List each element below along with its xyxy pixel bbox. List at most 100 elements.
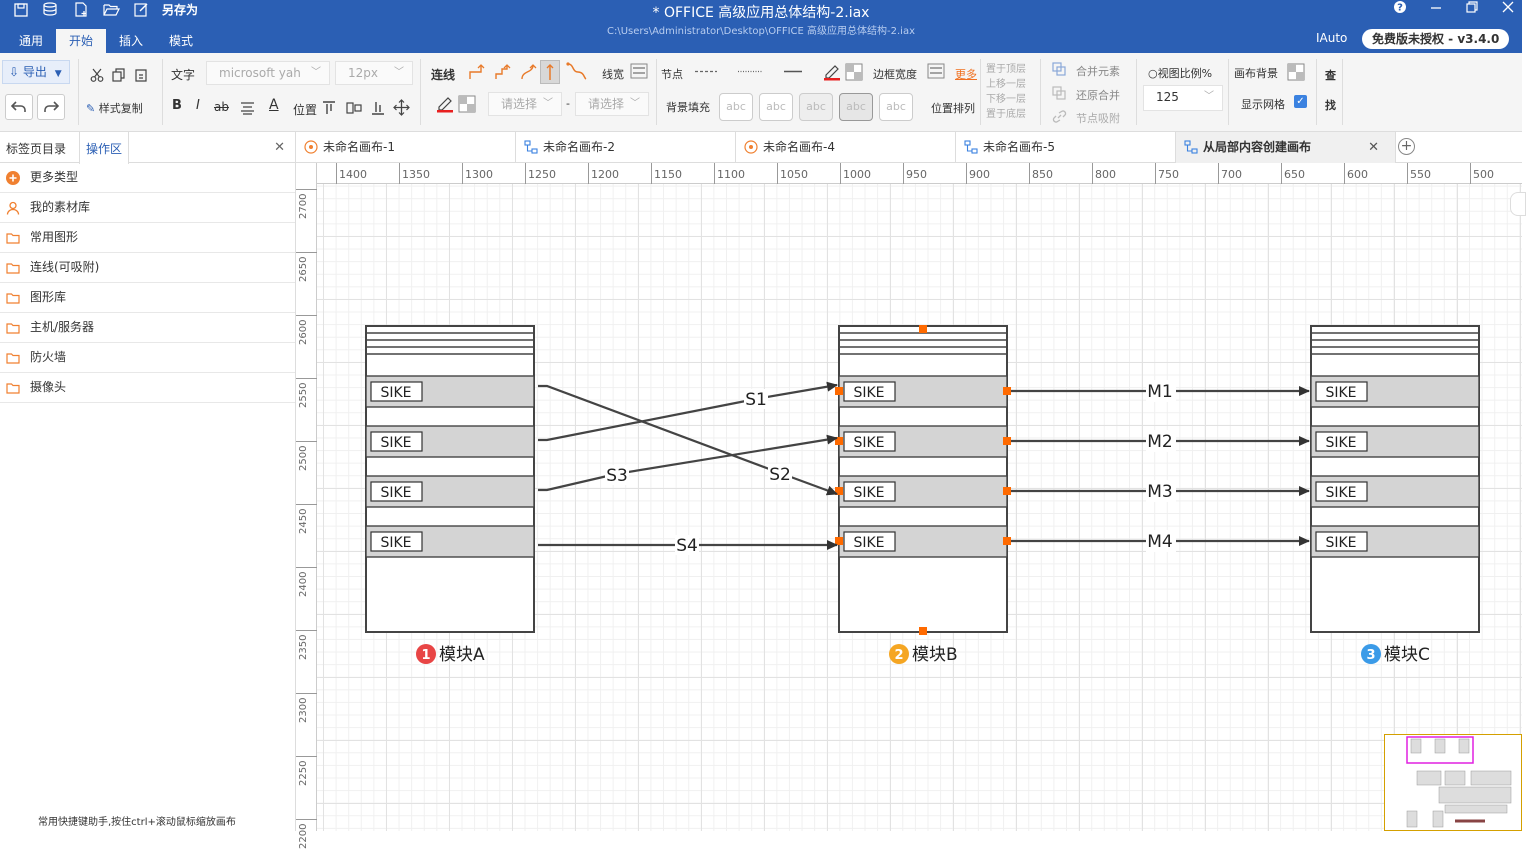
database-icon[interactable] bbox=[40, 2, 62, 18]
connector-s2[interactable] bbox=[538, 384, 838, 496]
sidebar-item-more-types[interactable]: 更多类型 bbox=[0, 163, 295, 193]
sidebar-item-camera[interactable]: 摄像头 bbox=[0, 373, 295, 403]
side-panel-handle[interactable] bbox=[1510, 192, 1526, 216]
selection-handle[interactable] bbox=[835, 537, 843, 545]
tab-operation-area[interactable]: 操作区 bbox=[79, 132, 130, 164]
canvas-bg-icon[interactable] bbox=[1287, 63, 1305, 81]
connector-label[interactable]: M4 bbox=[1147, 532, 1172, 552]
view-ratio-select[interactable]: 125 ﹀ bbox=[1143, 85, 1223, 111]
connector-step-icon[interactable] bbox=[494, 63, 511, 81]
selection-handle[interactable] bbox=[835, 437, 843, 445]
license-badge[interactable]: 免费版未授权 - v3.4.0 bbox=[1362, 29, 1510, 49]
unmerge-button[interactable]: 还原合并 bbox=[1076, 89, 1120, 102]
doc-tab-2[interactable]: 未命名画布-2 bbox=[516, 132, 736, 163]
redo-button[interactable] bbox=[37, 94, 65, 120]
tab-page-directory[interactable]: 标签页目录 bbox=[6, 142, 67, 156]
merge-icon[interactable] bbox=[1052, 62, 1066, 76]
menu-tab-general[interactable]: 通用 bbox=[19, 34, 44, 48]
paste-icon[interactable] bbox=[134, 68, 148, 82]
line-style-select-2[interactable]: 请选择 ﹀ bbox=[575, 92, 649, 116]
export-button[interactable]: ⇩ 导出 ▼ bbox=[2, 60, 70, 84]
align-middle-icon[interactable] bbox=[346, 101, 362, 115]
align-bottom-icon[interactable] bbox=[371, 101, 385, 115]
border-width-icon[interactable] bbox=[927, 63, 945, 79]
move-icon[interactable] bbox=[393, 99, 410, 116]
save-as-icon[interactable] bbox=[130, 2, 152, 18]
connector-curve-icon[interactable] bbox=[520, 63, 537, 81]
line-width-icon[interactable] bbox=[630, 63, 648, 79]
sidebar-item-connectors[interactable]: 连线(可吸附) bbox=[0, 253, 295, 283]
minimize-icon[interactable] bbox=[1428, 0, 1444, 14]
italic-button[interactable]: I bbox=[196, 98, 200, 113]
sidebar-item-shape-library[interactable]: 图形库 bbox=[0, 283, 295, 313]
line-color-icon[interactable] bbox=[436, 95, 454, 113]
show-grid-checkbox[interactable]: ✓ bbox=[1294, 95, 1307, 108]
menu-tab-mode[interactable]: 模式 bbox=[169, 34, 194, 48]
sidebar-item-host-server[interactable]: 主机/服务器 bbox=[0, 313, 295, 343]
copy-icon[interactable] bbox=[112, 68, 126, 82]
doc-tab-4[interactable]: 未命名画布-5 bbox=[956, 132, 1176, 163]
close-tab-icon[interactable]: ✕ bbox=[1368, 140, 1379, 155]
selection-handle[interactable] bbox=[1003, 387, 1011, 395]
line-style-select-1[interactable]: 请选择 ﹀ bbox=[488, 92, 562, 116]
restore-icon[interactable] bbox=[1464, 0, 1480, 14]
doc-tab-3[interactable]: 未命名画布-4 bbox=[736, 132, 956, 163]
connector-label[interactable]: S3 bbox=[606, 466, 628, 486]
save-as-button[interactable]: 另存为 bbox=[162, 3, 199, 17]
open-folder-icon[interactable] bbox=[100, 2, 122, 18]
selection-handle[interactable] bbox=[835, 387, 843, 395]
user-name[interactable]: IAuto bbox=[1316, 31, 1348, 45]
doc-tab-1[interactable]: 未命名画布-1 bbox=[296, 132, 516, 163]
move-down-button[interactable]: 下移一层 bbox=[986, 94, 1026, 105]
dot-line-style-icon[interactable] bbox=[738, 70, 762, 73]
connector-s1[interactable] bbox=[538, 381, 838, 442]
style-swatch-2[interactable]: abc bbox=[759, 93, 793, 121]
minimap[interactable] bbox=[1384, 734, 1522, 831]
send-to-back-button[interactable]: 置于底层 bbox=[986, 109, 1026, 120]
style-swatch-5[interactable]: abc bbox=[879, 93, 913, 121]
border-color-icon[interactable] bbox=[823, 63, 841, 81]
selection-handle[interactable] bbox=[1003, 437, 1011, 445]
align-center-icon[interactable] bbox=[240, 101, 255, 115]
menu-tab-start[interactable]: 开始 bbox=[56, 29, 107, 53]
style-swatch-4[interactable]: abc bbox=[839, 93, 873, 121]
dash-line-style-icon[interactable] bbox=[695, 70, 717, 73]
connector-straight-icon[interactable] bbox=[540, 60, 560, 84]
merge-button[interactable]: 合并元素 bbox=[1076, 65, 1120, 78]
connector-label[interactable]: M2 bbox=[1147, 432, 1172, 452]
move-up-button[interactable]: 上移一层 bbox=[986, 79, 1026, 90]
selection-handle[interactable] bbox=[835, 487, 843, 495]
close-panel-icon[interactable]: ✕ bbox=[274, 140, 285, 155]
bring-to-front-button[interactable]: 置于顶层 bbox=[986, 64, 1026, 75]
format-copy-button[interactable]: ✎ 样式复制 bbox=[86, 100, 143, 116]
line-pattern-icon[interactable] bbox=[458, 95, 476, 113]
connector-label[interactable]: M1 bbox=[1147, 382, 1172, 402]
connector-label[interactable]: S4 bbox=[676, 536, 698, 556]
selection-handle[interactable] bbox=[1003, 537, 1011, 545]
doc-tab-5[interactable]: 从局部内容创建画布 ✕ bbox=[1176, 132, 1396, 163]
font-size-select[interactable]: 12px ﹀ bbox=[335, 61, 413, 85]
selection-handle[interactable] bbox=[1003, 487, 1011, 495]
sidebar-item-my-library[interactable]: 我的素材库 bbox=[0, 193, 295, 223]
more-link[interactable]: 更多 bbox=[955, 68, 977, 81]
find-button-bottom[interactable]: 找 bbox=[1325, 99, 1336, 112]
font-family-select[interactable]: microsoft yah ﹀ bbox=[206, 61, 330, 85]
connector-label[interactable]: M3 bbox=[1147, 482, 1172, 502]
save-icon[interactable] bbox=[10, 2, 32, 18]
add-tab-button[interactable]: + bbox=[1398, 138, 1415, 155]
connector-elbow-icon[interactable] bbox=[468, 63, 485, 81]
connector-freeform-icon[interactable] bbox=[566, 61, 588, 81]
bold-button[interactable]: B bbox=[172, 98, 182, 113]
border-pattern-icon[interactable] bbox=[845, 63, 863, 81]
new-file-icon[interactable] bbox=[70, 2, 92, 18]
menu-tab-insert[interactable]: 插入 bbox=[119, 34, 144, 48]
unmerge-icon[interactable] bbox=[1052, 86, 1066, 100]
cut-icon[interactable] bbox=[90, 68, 104, 82]
find-button-top[interactable]: 查 bbox=[1325, 69, 1336, 82]
connector-s3[interactable] bbox=[538, 434, 838, 492]
undo-button[interactable] bbox=[5, 94, 33, 120]
link-icon[interactable] bbox=[1052, 109, 1067, 124]
sidebar-item-firewall[interactable]: 防火墙 bbox=[0, 343, 295, 373]
align-top-icon[interactable] bbox=[322, 101, 336, 115]
strikethrough-button[interactable]: ab bbox=[214, 100, 229, 114]
